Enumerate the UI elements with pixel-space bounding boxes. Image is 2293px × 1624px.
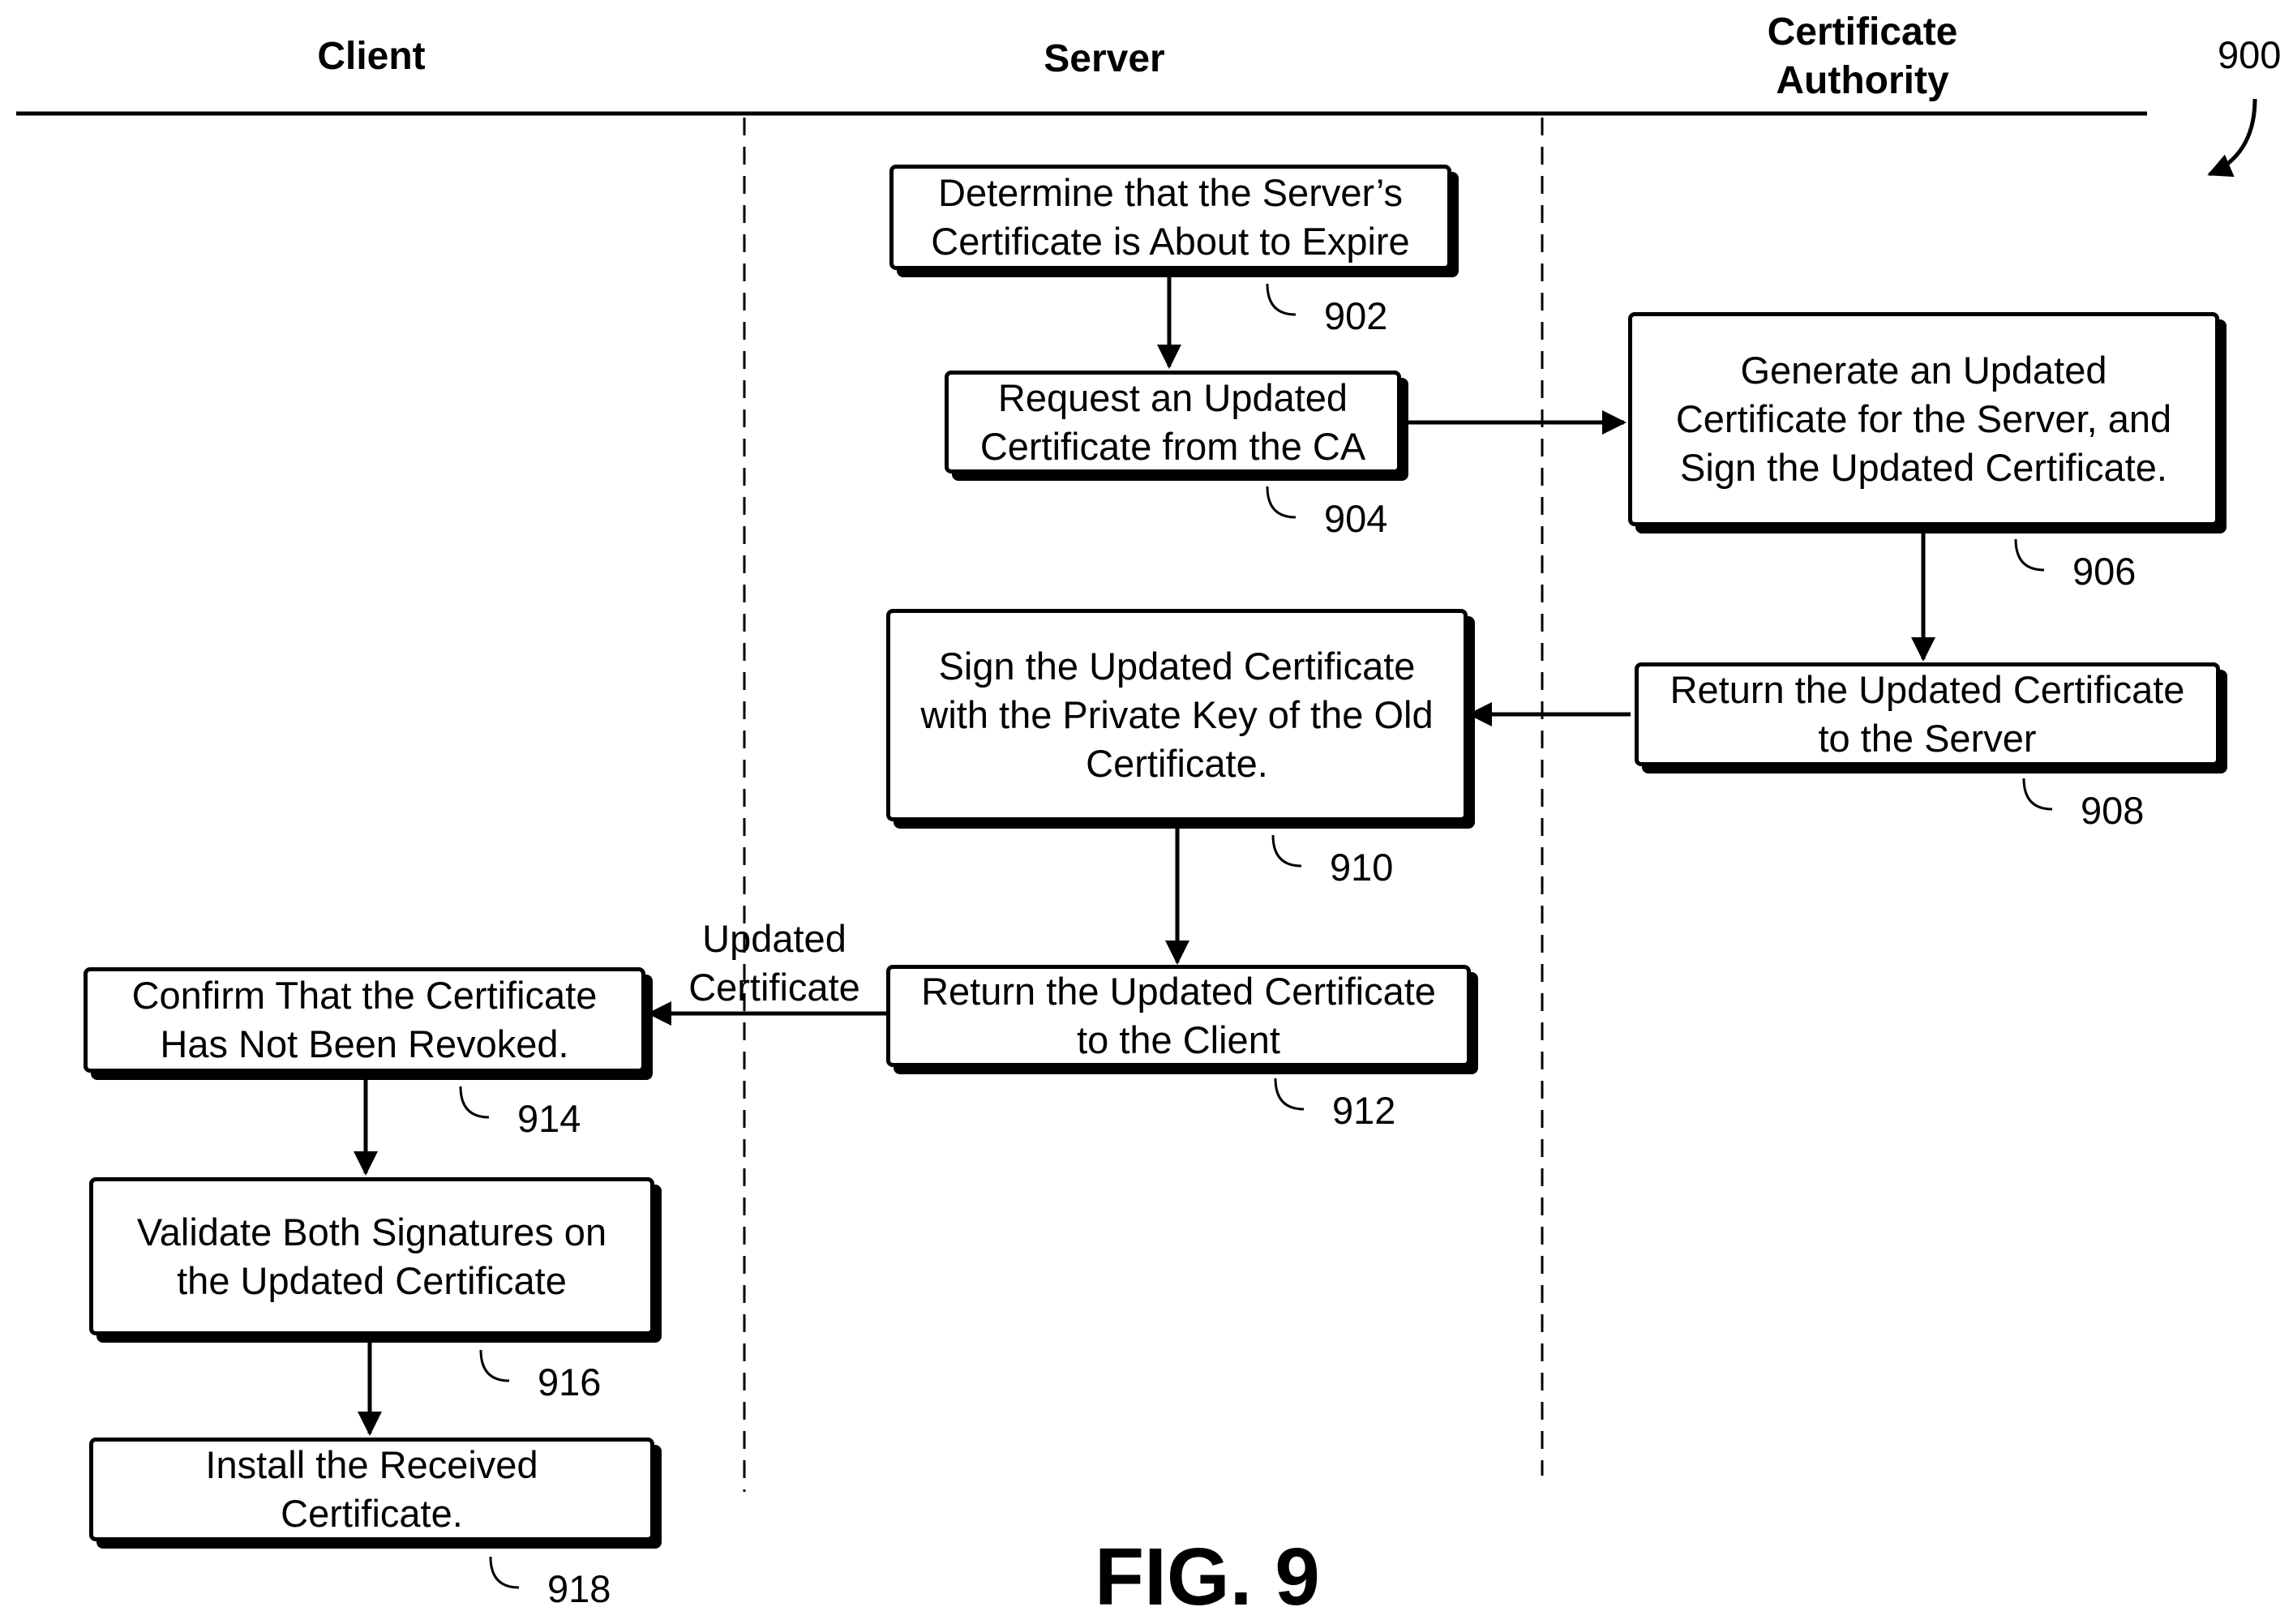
- step-908-text: Return the Updated Certificate to the Se…: [1662, 666, 2193, 763]
- leader-908: [2024, 778, 2052, 809]
- step-906-text: Generate an Updated Certificate for the …: [1668, 346, 2179, 492]
- ref-908: 908: [2081, 788, 2144, 833]
- leader-912: [1275, 1078, 1304, 1109]
- step-914-text: Confirm That the Certificate Has Not Bee…: [124, 971, 606, 1069]
- step-910-text: Sign the Updated Certificate with the Pr…: [912, 642, 1441, 788]
- figure-label: FIG. 9: [1095, 1532, 1320, 1622]
- step-914-box: Confirm That the Certificate Has Not Bee…: [84, 967, 645, 1073]
- step-918-text: Install the Received Certificate.: [197, 1441, 546, 1538]
- step-904-text: Request an Updated Certificate from the …: [972, 374, 1374, 471]
- step-918-box: Install the Received Certificate.: [89, 1438, 654, 1541]
- ref-916: 916: [538, 1360, 601, 1405]
- diagram-reference-number: 900: [2218, 32, 2281, 78]
- leader-906: [2016, 539, 2044, 570]
- leader-910: [1273, 835, 1301, 866]
- lane-title-certificate-authority: Certificate Authority: [1700, 8, 2025, 105]
- lane-title-client: Client: [250, 32, 493, 81]
- ref-918: 918: [547, 1566, 611, 1612]
- step-904-box: Request an Updated Certificate from the …: [945, 371, 1401, 473]
- diagram-ref-arrow: [2209, 99, 2255, 174]
- lane-title-server: Server: [983, 35, 1226, 84]
- step-902-text: Determine that the Server’s Certificate …: [923, 169, 1417, 266]
- leader-902: [1267, 284, 1296, 315]
- step-906-box: Generate an Updated Certificate for the …: [1628, 312, 2219, 526]
- step-908-box: Return the Updated Certificate to the Se…: [1635, 662, 2220, 766]
- leader-918: [491, 1557, 519, 1588]
- step-916-box: Validate Both Signatures on the Updated …: [89, 1177, 654, 1335]
- ref-912: 912: [1332, 1088, 1395, 1133]
- ref-904: 904: [1324, 496, 1387, 542]
- leader-904: [1267, 486, 1296, 517]
- step-910-box: Sign the Updated Certificate with the Pr…: [886, 609, 1468, 821]
- ref-902: 902: [1324, 294, 1387, 339]
- step-902-box: Determine that the Server’s Certificate …: [889, 165, 1451, 270]
- step-912-box: Return the Updated Certificate to the Cl…: [886, 965, 1471, 1067]
- ref-910: 910: [1330, 845, 1393, 890]
- leader-916: [481, 1350, 509, 1381]
- step-912-text: Return the Updated Certificate to the Cl…: [913, 967, 1444, 1065]
- leader-914: [461, 1086, 489, 1117]
- ref-914: 914: [517, 1096, 581, 1142]
- ref-906: 906: [2072, 549, 2136, 594]
- step-916-text: Validate Both Signatures on the Updated …: [129, 1208, 615, 1305]
- arrow-label-updated-certificate: Updated Certificate: [673, 915, 876, 1012]
